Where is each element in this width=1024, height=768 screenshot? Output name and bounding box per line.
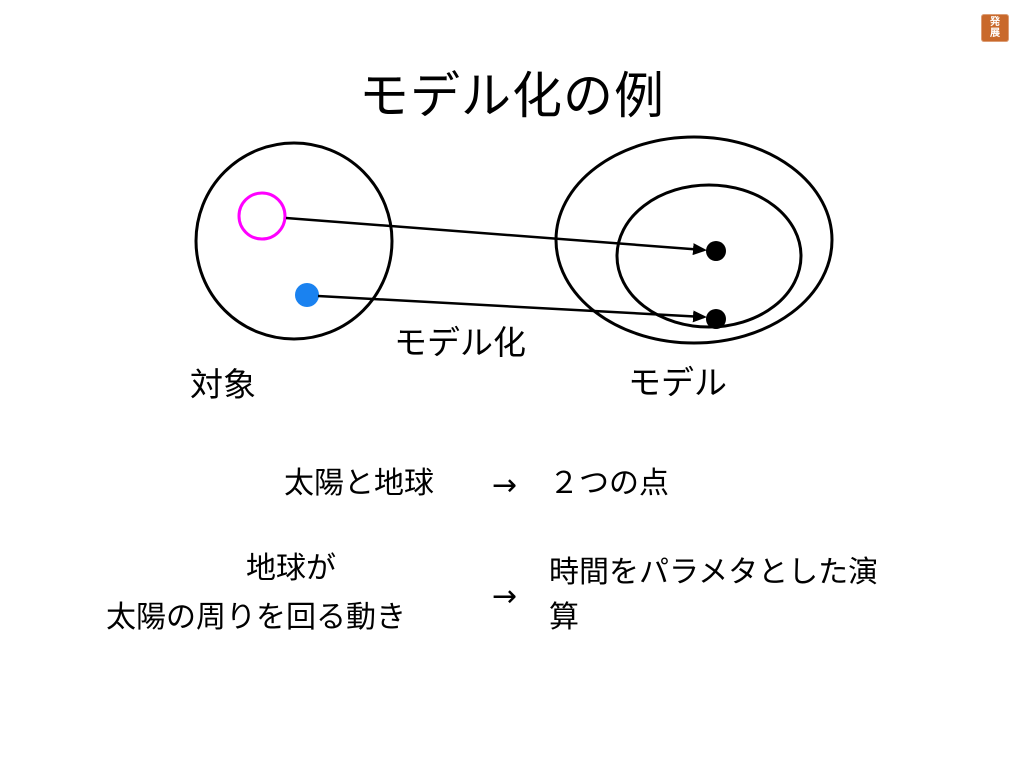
label-modeling: モデル化: [394, 323, 526, 362]
sun-to-point-arrow: [285, 216, 707, 256]
modeling-diagram: モデル化 対象 モデル: [190, 135, 834, 404]
label-object: 対象: [190, 365, 256, 404]
row2-left-line2: 太陽の周りを回る動き: [106, 600, 406, 635]
slide-title: モデル化の例: [359, 67, 665, 125]
model-point-sun: [706, 241, 726, 261]
model-outer-ellipse: [554, 135, 834, 345]
earth-to-point-arrow: [317, 294, 707, 323]
row2-left-line1: 地球が: [246, 551, 336, 586]
object-circle: [194, 141, 394, 341]
row2-right-line1: 時間をパラメタとした演: [549, 555, 879, 590]
row1-right: ２つの点: [549, 466, 669, 501]
badge-top-text: 発: [990, 17, 1000, 28]
row1-left: 太陽と地球: [284, 466, 434, 501]
badge-bottom-text: 展: [990, 28, 1000, 39]
badge-icon: 発 展: [981, 14, 1009, 42]
model-point-earth: [706, 309, 726, 329]
row2-right-line2: 算: [549, 600, 579, 635]
earth-dot: [295, 283, 319, 307]
sun-ring: [237, 191, 287, 241]
row2-arrow: →: [492, 579, 518, 614]
row1-arrow: →: [492, 468, 518, 503]
model-inner-ellipse: [615, 183, 803, 329]
label-model: モデル: [628, 363, 727, 402]
